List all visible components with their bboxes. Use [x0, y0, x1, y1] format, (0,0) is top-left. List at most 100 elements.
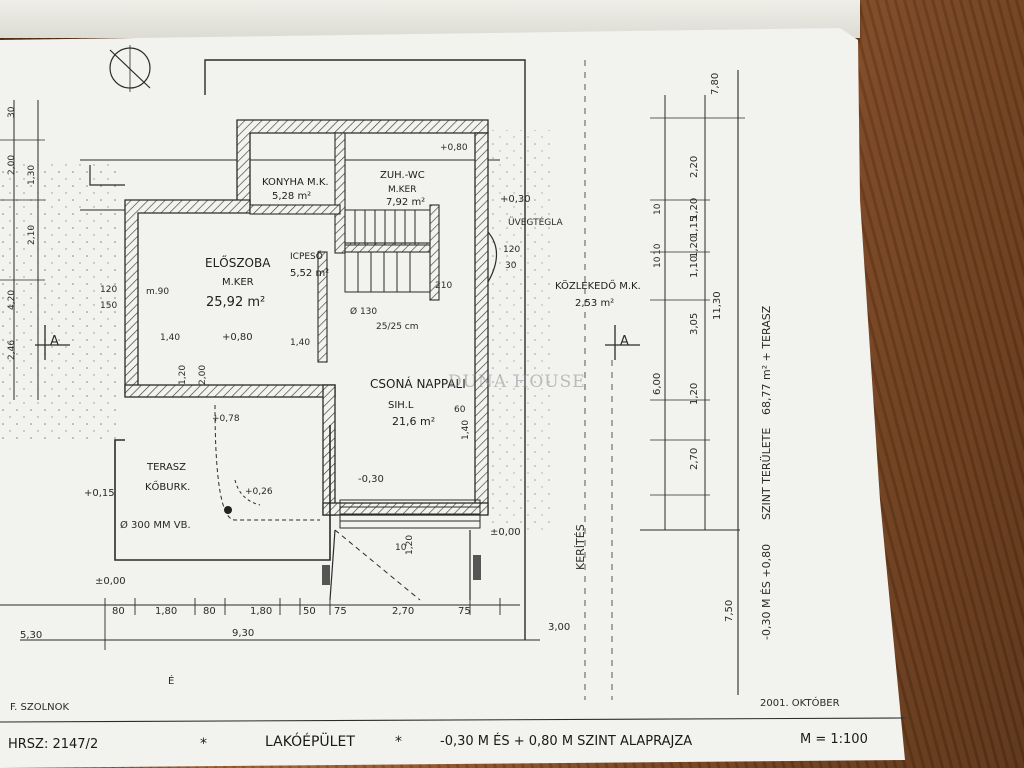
yard-texture-left: [0, 160, 120, 440]
dimension-text: 1,80: [155, 606, 177, 617]
room-floor: M.KER: [388, 185, 416, 195]
watermark-logo: DUNA HOUSE: [448, 372, 586, 392]
level-mark: +0,15: [84, 488, 115, 499]
level-note: -0,30 M ÉS +0,80: [760, 544, 773, 640]
dimension-text: 5,30: [20, 630, 42, 641]
fence-label: KERÍTÉS: [574, 524, 587, 570]
level-mark: ±0,00: [95, 576, 126, 587]
walls: [124, 119, 489, 516]
level-mark: +0,30: [500, 194, 531, 205]
entrance-door: [487, 231, 498, 283]
dimension-text: 2,70: [689, 448, 700, 470]
dimension-text: 120: [503, 245, 520, 255]
room-corridor: KÖZLEKEDŐ M.K. 2,53 m²: [555, 278, 641, 309]
dimension-total: 9,30: [232, 628, 254, 639]
separator-star: *: [395, 734, 402, 750]
dimension-text: 1,30: [27, 165, 37, 185]
dimension-text: 11,30: [712, 291, 723, 320]
dimension-text: 1,15: [689, 216, 700, 238]
dimension-text: 1,20: [178, 365, 188, 385]
section-label: A: [620, 334, 629, 349]
room-bath: ZUH.-WC M.KER 7,92 m²: [380, 170, 425, 208]
dimension-text: 1,10: [689, 256, 700, 278]
level-mark: +0,80: [440, 143, 468, 153]
room-hall: ELŐSZOBA M.KER 25,92 m²: [205, 255, 271, 310]
room-area: 21,6 m²: [392, 415, 435, 428]
dimension-lines-right: [640, 70, 745, 695]
yard-texture-right: [490, 130, 550, 530]
dimension-text: 2,20: [689, 156, 700, 178]
dimension-text: 7,50: [724, 600, 735, 622]
dimension-text: 30: [505, 261, 517, 271]
dimension-text: 75: [334, 606, 347, 617]
dimension-text: m.90: [146, 287, 169, 297]
dimension-text: 10: [395, 543, 407, 553]
staircase: [339, 209, 481, 529]
section-marker-left: A: [35, 325, 70, 360]
dimension-text: 1,20: [689, 383, 700, 405]
dimension-text: 1,20: [405, 535, 415, 555]
dimension-ticks-bottom: [104, 598, 501, 650]
room-name: ZUH.-WC: [380, 170, 425, 181]
room-terrace: TERASZ KŐBURK.: [145, 462, 190, 493]
dimensions-bottom: 80 1,80 80 1,80 50 75 2,70 75 9,30 5,30 …: [20, 606, 570, 641]
site-lines: [0, 59, 613, 700]
dimension-text: 2,10: [27, 225, 37, 245]
room-area: 2,53 m²: [575, 298, 614, 309]
dimension-text: 10: [653, 243, 663, 255]
dimension-text: 2,00: [7, 155, 17, 175]
dimension-text: 80: [203, 606, 216, 617]
north-label: É: [168, 674, 174, 687]
dimension-text: 1,40: [461, 420, 471, 440]
dimension-text: 210: [435, 281, 452, 291]
north-arrow-icon: [109, 45, 151, 92]
glass-block-label: ÜVEGTÉGLA: [508, 216, 563, 228]
parcel-number: HRSZ: 2147/2: [8, 737, 98, 752]
street-label: F. SZOLNOK: [10, 702, 69, 713]
dimension-text: 2,46: [7, 340, 17, 360]
dimension-text: 2,70: [392, 606, 414, 617]
dimension-text: 2,00: [198, 365, 208, 385]
room-floor: M.KER: [222, 277, 254, 288]
room-area: 7,92 m²: [386, 197, 425, 208]
dimension-text: 60: [454, 405, 466, 415]
pipe-label: Ø 130: [350, 306, 377, 317]
room-name: ICPESŐ: [290, 251, 323, 262]
dimension-text: 1,20: [689, 198, 700, 220]
dimension-text: 3,00: [548, 622, 570, 633]
room-area: 5,28 m²: [272, 191, 311, 202]
dimension-text: 4,20: [7, 290, 17, 310]
area-note: -0,30 M ÉS +0,80 SZINT TERÜLETE 68,77 m²…: [760, 305, 773, 640]
dimension-text: 120: [100, 285, 117, 295]
dimension-text: 1,40: [160, 333, 180, 343]
dimension-text: 10: [653, 256, 663, 268]
level-mark: -0,30: [358, 474, 384, 485]
section-marker-right: A: [605, 325, 640, 360]
dimensions-left: 30 2,00 1,30 2,10 4,20 2,46: [7, 106, 37, 360]
dimension-text: 1,20: [689, 236, 700, 258]
room-name: TERASZ: [146, 462, 186, 473]
dimension-text: 1,40: [290, 338, 310, 348]
terrace-outline: [114, 404, 331, 561]
room-area: 25,92 m²: [206, 295, 265, 310]
dimension-text: 10: [653, 203, 663, 215]
dimension-text: 150: [100, 301, 117, 311]
dimension-text: 75: [458, 606, 471, 617]
level-description: -0,30 M ÉS + 0,80 M SZINT ALAPRAJZA: [440, 733, 692, 749]
room-name: KÖZLEKEDŐ M.K.: [555, 278, 641, 292]
dimension-lines-left: [0, 100, 45, 400]
room-floor: KŐBURK.: [145, 479, 190, 493]
dimension-text: 30: [7, 106, 17, 118]
title-block: HRSZ: 2147/2 * LAKÓÉPÜLET * -0,30 M ÉS +…: [0, 717, 906, 752]
level-mark: +0,80: [222, 332, 253, 343]
dimension-text: 50: [303, 606, 316, 617]
dimension-text: 1,80: [250, 606, 272, 617]
building-type: LAKÓÉPÜLET: [265, 732, 355, 750]
dimensions-misc: 120 150 m.90 1,40 1,40 1,20 2,00 60 1,40…: [100, 245, 520, 555]
dimension-text: 6,00: [652, 373, 663, 395]
room-kitchen: KONYHA M.K. 5,28 m²: [262, 177, 329, 202]
dimension-text: 3,05: [689, 313, 700, 335]
room-name: CSONÁ NAPPALI: [370, 376, 466, 391]
level-marks: +0,80 +0,15 ±0,00 -0,30 ±0,00 +0,26 +0,3…: [84, 143, 531, 587]
